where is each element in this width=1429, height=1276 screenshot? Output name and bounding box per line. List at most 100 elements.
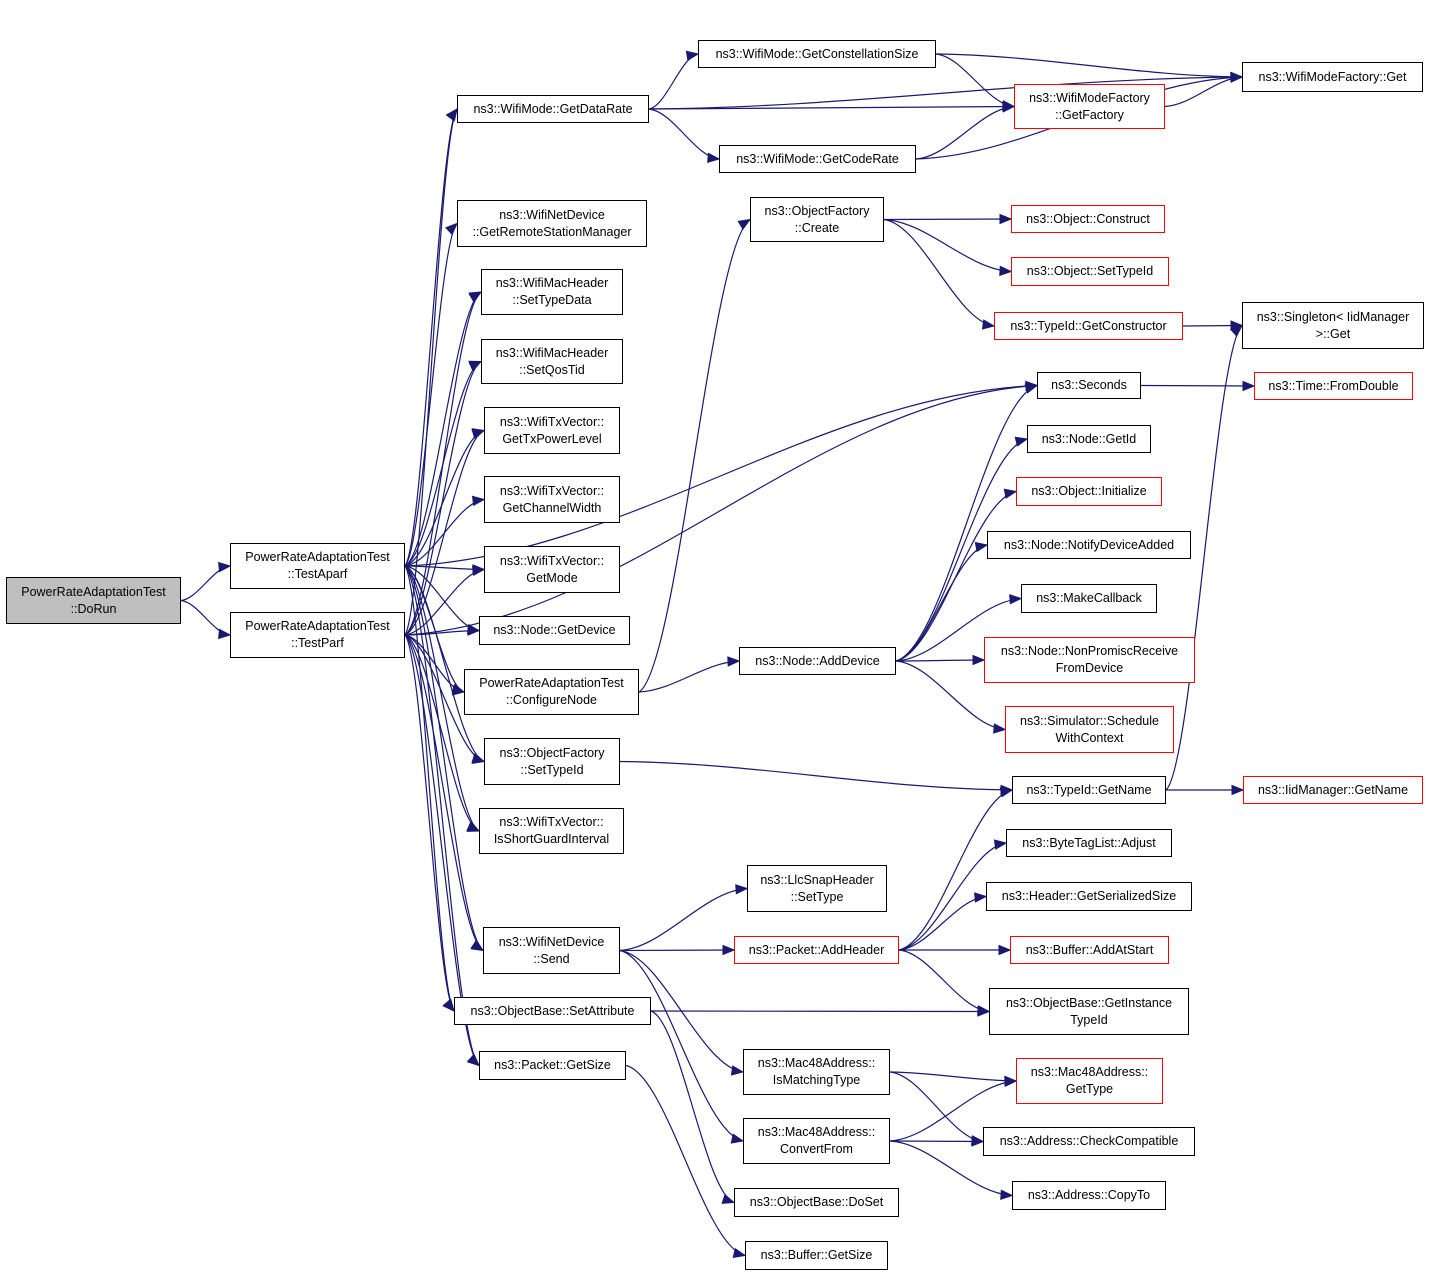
edge-node_adddevice-to-makecallback — [895, 597, 1022, 662]
arrowhead-packet_getsize-to-buffer_getsize — [732, 1247, 747, 1259]
edge-getdatarate-to-wmf_get — [648, 76, 1243, 110]
node-addr-checkcompatible[interactable]: ns3::Address::CheckCompatible — [983, 1127, 1195, 1156]
node-getdatarate[interactable]: ns3::WifiMode::GetDataRate — [457, 95, 649, 123]
node-iidmanager-getname[interactable]: ns3::IidManager::GetName — [1243, 776, 1423, 804]
node-seconds[interactable]: ns3::Seconds — [1037, 372, 1141, 399]
node-getcoderate[interactable]: ns3::WifiMode::GetCodeRate — [719, 145, 916, 173]
node-node-notifydeviceadded[interactable]: ns3::Node::NotifyDeviceAdded — [987, 531, 1191, 559]
node-obj-settypeid[interactable]: ns3::Object::SetTypeId — [1011, 257, 1169, 286]
node-btl-adjust[interactable]: ns3::ByteTagList::Adjust — [1006, 829, 1172, 857]
node-time-fromdouble[interactable]: ns3::Time::FromDouble — [1254, 372, 1413, 400]
edge-wnd_send-to-llc_settype — [619, 887, 748, 952]
node-mac48-ismatchingtype[interactable]: ns3::Mac48Address:: IsMatchingType — [743, 1049, 890, 1095]
arrowhead-wnd_send-to-mac48_ismatchingtype — [730, 1065, 745, 1076]
node-of-settypeid[interactable]: ns3::ObjectFactory ::SetTypeId — [484, 738, 620, 785]
node-ob-setattribute[interactable]: ns3::ObjectBase::SetAttribute — [454, 997, 651, 1025]
arrowhead-tid_getname-to-singleton_get — [1229, 324, 1243, 338]
edge-testparf-to-getdatarate — [404, 108, 458, 636]
arrowhead-testparf-to-of_settypeid — [471, 753, 486, 765]
node-node-getdevice[interactable]: ns3::Node::GetDevice — [479, 616, 630, 645]
arrowhead-testparf-to-getdatarate — [446, 107, 458, 122]
edge-configurenode-to-node_adddevice — [638, 660, 740, 693]
node-mac48-gettype[interactable]: ns3::Mac48Address:: GetType — [1016, 1058, 1163, 1104]
node-wmf-get[interactable]: ns3::WifiModeFactory::Get — [1242, 62, 1423, 92]
node-gettxpowerlevel[interactable]: ns3::WifiTxVector:: GetTxPowerLevel — [484, 407, 620, 454]
edge-tid_getname-to-singleton_get — [1165, 325, 1243, 791]
arrowhead-seconds-to-time_fromdouble — [1242, 380, 1256, 392]
node-buffer-getsize[interactable]: ns3::Buffer::GetSize — [745, 1241, 888, 1270]
node-dorun: PowerRateAdaptationTest ::DoRun — [6, 577, 181, 624]
arrowhead-dorun-to-testparf — [218, 628, 232, 640]
node-getconstellationsize[interactable]: ns3::WifiMode::GetConstellationSize — [698, 40, 936, 68]
arrowhead-node_adddevice-to-node_getid — [1014, 436, 1029, 447]
edge-testparf-to-settypedata — [404, 291, 482, 636]
node-testaparf[interactable]: PowerRateAdaptationTest ::TestAparf — [230, 543, 405, 589]
node-setqostid[interactable]: ns3::WifiMacHeader ::SetQosTid — [481, 339, 623, 384]
node-of-create[interactable]: ns3::ObjectFactory ::Create — [750, 197, 884, 242]
arrowhead-testparf-to-getmode — [471, 565, 486, 577]
node-testparf[interactable]: PowerRateAdaptationTest ::TestParf — [230, 612, 405, 658]
edge-mac48_ismatchingtype-to-mac48_gettype — [889, 1071, 1017, 1082]
node-node-nonpromisc[interactable]: ns3::Node::NonPromiscReceive FromDevice — [984, 637, 1195, 683]
node-singleton-get[interactable]: ns3::Singleton< IidManager >::Get — [1242, 302, 1424, 349]
node-tid-getconstructor[interactable]: ns3::TypeId::GetConstructor — [994, 312, 1183, 340]
arrowhead-of_create-to-obj_settypeid — [999, 265, 1013, 277]
node-node-adddevice[interactable]: ns3::Node::AddDevice — [739, 647, 896, 675]
node-ob-getinstancetypeid[interactable]: ns3::ObjectBase::GetInstance TypeId — [989, 988, 1189, 1035]
node-obj-construct[interactable]: ns3::Object::Construct — [1011, 205, 1165, 233]
edge-dorun-to-testparf — [180, 599, 231, 636]
edge-testaparf-to-wnd_send — [404, 565, 484, 951]
arrowhead-configurenode-to-of_create — [737, 218, 752, 230]
edge-dorun-to-testaparf — [180, 565, 231, 602]
edge-node_adddevice-to-node_notifydeviceadded — [895, 544, 988, 662]
node-header-getserializedsize[interactable]: ns3::Header::GetSerializedSize — [986, 882, 1192, 911]
edge-of_create-to-obj_construct — [883, 218, 1012, 221]
node-addr-copyto[interactable]: ns3::Address::CopyTo — [1012, 1181, 1166, 1210]
edge-testparf-to-ob_setattribute — [404, 634, 455, 1012]
arrowhead-testparf-to-node_getdevice — [467, 625, 481, 636]
arrowhead-of_create-to-tid_getconstructor — [981, 319, 996, 330]
arrowhead-dorun-to-testaparf — [218, 561, 232, 573]
node-getchannelwidth[interactable]: ns3::WifiTxVector:: GetChannelWidth — [484, 476, 620, 523]
node-buffer-addatstart[interactable]: ns3::Buffer::AddAtStart — [1010, 936, 1169, 964]
node-mac48-convertfrom[interactable]: ns3::Mac48Address:: ConvertFrom — [743, 1118, 890, 1164]
edge-ob_setattribute-to-ob_doset — [650, 1010, 735, 1204]
edge-seconds-to-time_fromdouble — [1140, 384, 1255, 387]
edge-wnd_send-to-packet_addheader — [619, 949, 735, 952]
node-makecallback[interactable]: ns3::MakeCallback — [1021, 584, 1157, 613]
edge-testparf-to-setqostid — [404, 360, 482, 636]
edge-getdatarate-to-getconstellationsize — [648, 53, 699, 110]
arrowhead-node_adddevice-to-sim_schedulewithcontext — [993, 723, 1007, 734]
node-configurenode[interactable]: PowerRateAdaptationTest ::ConfigureNode — [464, 669, 639, 715]
edge-testaparf-to-settypedata — [404, 291, 482, 567]
node-packet-addheader[interactable]: ns3::Packet::AddHeader — [734, 936, 899, 964]
edge-packet_addheader-to-ob_getinstancetypeid — [898, 949, 990, 1013]
edge-node_adddevice-to-node_nonpromisc — [895, 659, 985, 662]
edge-getdatarate-to-wmf_getfactory — [648, 105, 1015, 110]
node-wmf-getfactory[interactable]: ns3::WifiModeFactory ::GetFactory — [1014, 84, 1165, 129]
arrowhead-mac48_convertfrom-to-addr_copyto — [1000, 1189, 1014, 1201]
edge-getcoderate-to-wmf_getfactory — [915, 105, 1015, 160]
node-settypedata[interactable]: ns3::WifiMacHeader ::SetTypeData — [481, 269, 623, 315]
edge-configurenode-to-of_create — [638, 218, 751, 693]
node-llc-settype[interactable]: ns3::LlcSnapHeader ::SetType — [747, 865, 887, 912]
node-packet-getsize[interactable]: ns3::Packet::GetSize — [479, 1051, 626, 1080]
arrowhead-getdatarate-to-getcoderate — [707, 152, 721, 164]
node-isshortguardinterval[interactable]: ns3::WifiTxVector:: IsShortGuardInterval — [479, 808, 624, 854]
node-node-getid[interactable]: ns3::Node::GetId — [1027, 425, 1151, 453]
edge-testparf-to-wnd_send — [404, 634, 484, 952]
edge-testaparf-to-getdatarate — [404, 108, 458, 567]
node-tid-getname[interactable]: ns3::TypeId::GetName — [1012, 776, 1166, 804]
arrowhead-of_create-to-obj_construct — [999, 213, 1013, 225]
node-ob-doset[interactable]: ns3::ObjectBase::DoSet — [734, 1188, 899, 1217]
node-sim-schedulewithcontext[interactable]: ns3::Simulator::Schedule WithContext — [1005, 706, 1174, 753]
node-getmode[interactable]: ns3::WifiTxVector:: GetMode — [484, 546, 620, 593]
node-getremotestationmanager[interactable]: ns3::WifiNetDevice ::GetRemoteStationMan… — [457, 200, 647, 247]
node-wnd-send[interactable]: ns3::WifiNetDevice ::Send — [483, 927, 620, 974]
node-obj-initialize[interactable]: ns3::Object::Initialize — [1016, 477, 1162, 506]
edge-mac48_convertfrom-to-addr_copyto — [889, 1140, 1013, 1197]
edge-packet_getsize-to-buffer_getsize — [625, 1064, 746, 1257]
arrowhead-testparf-to-setqostid — [468, 360, 483, 372]
